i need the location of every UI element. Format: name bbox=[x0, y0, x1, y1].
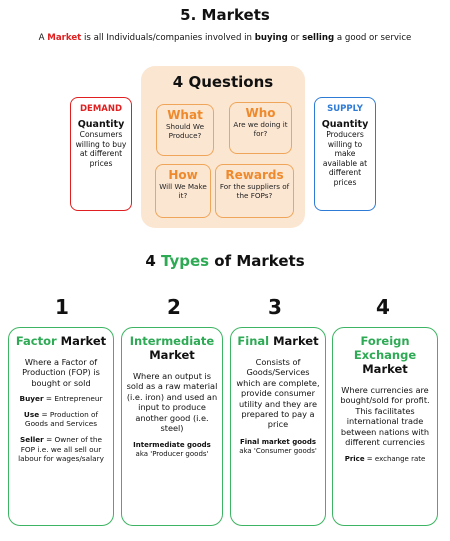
intermediate-market-title-green: Intermediate bbox=[129, 334, 215, 348]
foreign-exchange-foot-bold: Price bbox=[344, 455, 365, 464]
types-heading-prefix: 4 bbox=[145, 252, 161, 270]
definition-selling: selling bbox=[302, 33, 335, 43]
factor-use-text: = Production of Goods and Services bbox=[24, 409, 99, 429]
factor-market-title: Factor Market bbox=[13, 334, 109, 348]
supply-quantity: Quantity bbox=[321, 119, 369, 130]
market-number-1: 1 bbox=[55, 295, 69, 319]
supply-description: Producers willing to make available at d… bbox=[322, 130, 368, 187]
final-market-card: Final Market Consists of Goods/Services … bbox=[230, 327, 326, 526]
demand-description: Consumers willing to buy at different pr… bbox=[75, 130, 127, 168]
final-market-title-black: Market bbox=[269, 334, 319, 348]
factor-market-title-black: Market bbox=[56, 334, 107, 348]
final-market-title-green: Final bbox=[237, 334, 270, 348]
question-who-sub: Are we doing it for? bbox=[233, 120, 288, 138]
supply-card: SUPPLY Quantity Producers willing to mak… bbox=[314, 97, 376, 211]
question-how-sub: Will We Make it? bbox=[159, 182, 207, 200]
factor-buyer-label: Buyer bbox=[19, 394, 44, 404]
definition-buying: buying bbox=[254, 33, 288, 43]
question-rewards-sub: For the suppliers of the FOPs? bbox=[219, 182, 290, 200]
question-what: What Should We Produce? bbox=[156, 104, 214, 156]
foreign-exchange-title-green: Foreign Exchange bbox=[353, 334, 417, 362]
market-definition: A Market is all Individuals/companies in… bbox=[0, 33, 450, 43]
factor-market-card: Factor Market Where a Factor of Producti… bbox=[8, 327, 114, 526]
factor-market-seller: Seller = Owner of the FOP i.e. we all se… bbox=[13, 435, 109, 464]
factor-market-use: Use = Production of Goods and Services bbox=[13, 410, 109, 429]
market-number-2: 2 bbox=[167, 295, 181, 319]
factor-use-label: Use bbox=[23, 409, 40, 419]
intermediate-foot-bold: Intermediate goods bbox=[133, 441, 211, 450]
question-what-head: What bbox=[167, 108, 203, 122]
foreign-exchange-market-description: Where currencies are bought/sold for pro… bbox=[340, 385, 430, 448]
final-foot-bold: Final market goods bbox=[240, 437, 316, 446]
market-number-4: 4 bbox=[376, 295, 390, 319]
question-rewards-head: Rewards bbox=[225, 168, 284, 182]
types-heading: 4 Types of Markets bbox=[0, 252, 450, 270]
definition-prefix: A bbox=[38, 33, 48, 43]
factor-market-description: Where a Factor of Production (FOP) is bo… bbox=[22, 357, 100, 388]
question-who-head: Who bbox=[245, 106, 276, 120]
final-foot-text: aka 'Consumer goods' bbox=[239, 446, 317, 455]
definition-term: Market bbox=[47, 33, 82, 43]
question-rewards: Rewards For the suppliers of the FOPs? bbox=[215, 164, 294, 218]
question-how-head: How bbox=[168, 168, 198, 182]
foreign-exchange-market-footnote: Price = exchange rate bbox=[337, 455, 433, 464]
page-title: 5. Markets bbox=[180, 6, 270, 24]
question-how: How Will We Make it? bbox=[155, 164, 211, 218]
foreign-exchange-foot-text: = exchange rate bbox=[364, 455, 426, 464]
factor-market-title-green: Factor bbox=[15, 334, 57, 348]
foreign-exchange-title-black: Market bbox=[362, 362, 408, 376]
definition-or: or bbox=[287, 33, 303, 43]
question-what-sub: Should We Produce? bbox=[165, 122, 205, 140]
types-heading-suffix: of Markets bbox=[209, 252, 305, 270]
market-number-3: 3 bbox=[268, 295, 282, 319]
types-heading-highlight: Types bbox=[161, 252, 210, 270]
demand-label: DEMAND bbox=[79, 104, 123, 114]
question-who: Who Are we doing it for? bbox=[229, 102, 292, 154]
supply-label: SUPPLY bbox=[327, 104, 363, 114]
intermediate-market-description: Where an output is sold as a raw materia… bbox=[126, 371, 218, 434]
intermediate-foot-text: aka 'Producer goods' bbox=[135, 450, 209, 459]
intermediate-market-title-black: Market bbox=[149, 348, 195, 362]
factor-market-buyer: Buyer = Entrepreneur bbox=[13, 394, 109, 404]
demand-card: DEMAND Quantity Consumers willing to buy… bbox=[70, 97, 132, 211]
factor-seller-label: Seller bbox=[20, 435, 44, 444]
definition-part1: is all Individuals/companies involved in bbox=[81, 33, 255, 43]
definition-suffix: a good or service bbox=[334, 33, 412, 43]
factor-seller-text: = Owner of the FOP i.e. we all sell our … bbox=[18, 435, 104, 464]
final-market-title: Final Market bbox=[235, 334, 321, 348]
demand-quantity: Quantity bbox=[77, 119, 125, 130]
final-market-description: Consists of Goods/Services which are com… bbox=[236, 357, 320, 430]
factor-buyer-text: = Entrepreneur bbox=[43, 394, 103, 404]
questions-heading: 4 Questions bbox=[172, 73, 274, 91]
